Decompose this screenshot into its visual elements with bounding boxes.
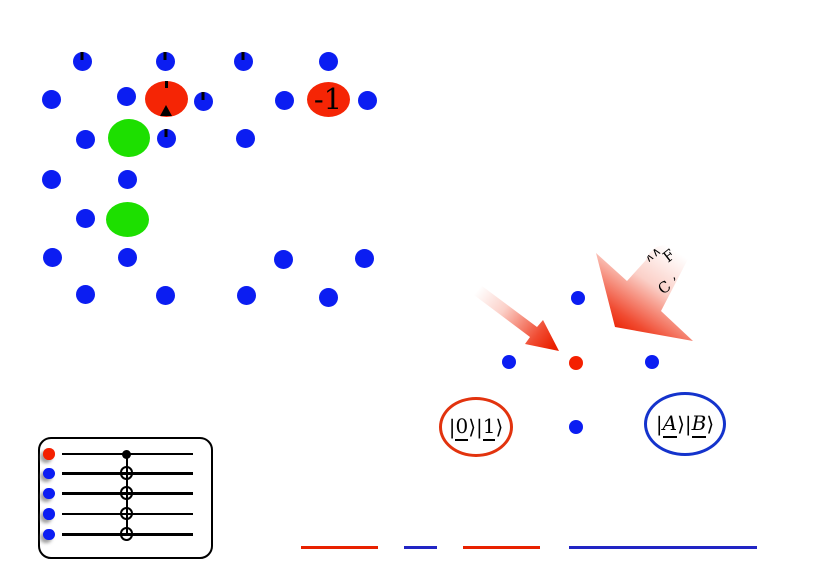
ketAB-state-label: |A⟩|B⟩ [644,392,726,456]
legend-underline [404,546,437,549]
driven-qubit-dot [569,356,583,370]
qubit-dot [41,89,61,109]
cnot-control-dot [122,449,132,459]
qubit-dot [274,90,294,110]
big-pulse-arrow-icon [596,245,693,341]
circuit-qubit-dot [43,448,55,460]
qubit-dot [42,247,62,267]
legend-underline [463,546,540,549]
spin-arrow-notch [241,51,245,60]
spin-arrow-notch [80,51,84,60]
qubit-dot [75,129,95,149]
circuit-qubit-dot [43,487,55,500]
ket01-state-label: |0⟩|1⟩ [439,397,513,457]
qubit-dot [75,284,95,304]
legend-underline [569,546,757,549]
qubit-dot [117,169,137,189]
ket-symbol: B [691,411,707,438]
spin-up-qubit-dot [155,51,175,71]
spin-up-qubit-dot [72,51,92,71]
qubit-dot [645,355,659,369]
cnot-target-icon [119,527,134,541]
qubit-dot [357,90,377,110]
qubit-dot [318,51,338,71]
qubit-dot [318,287,338,307]
minus-one-label: -1 [313,82,343,116]
circuit-qubit-dot [43,467,55,480]
qubit-dot [235,128,255,148]
qubit-dot [75,208,95,228]
spin-arrow-notch [163,51,167,60]
spin-up-qubit-dot [193,91,213,111]
spin-arrowhead-icon [160,105,172,116]
qubit-dot [569,420,583,434]
qubit-dot [354,248,374,268]
ket-symbol: 0 [455,414,469,441]
qubit-dot [273,249,293,269]
qubit-dot [236,285,256,305]
qubit-dot [155,285,175,305]
spin-arrow-notch [164,128,168,137]
spin-arrow-notch [201,91,205,100]
spin-up-qubit-dot [233,51,253,71]
small-pulse-arrow-icon [474,286,559,351]
circuit-qubit-dot [43,508,55,520]
spin-arrow-notch [164,81,168,88]
violated-stabilizer-badge: -1 [306,81,350,117]
qubit-dot [41,169,61,189]
legend-underline [301,546,378,549]
qubit-dot [117,247,137,267]
qubit-dot [502,355,516,369]
circuit-qubit-dot [43,528,55,541]
cnot-target-icon [119,466,134,480]
qubit-dot [116,86,136,106]
defect-ellipse [108,119,150,157]
defect-ellipse [105,201,149,237]
spin-up-qubit-dot [156,128,176,148]
qubit-dot [571,291,585,305]
ket-symbol: A [662,411,678,438]
cnot-target-icon [119,506,134,521]
cnot-target-icon [119,486,134,500]
ket-symbol: 1 [482,414,496,441]
